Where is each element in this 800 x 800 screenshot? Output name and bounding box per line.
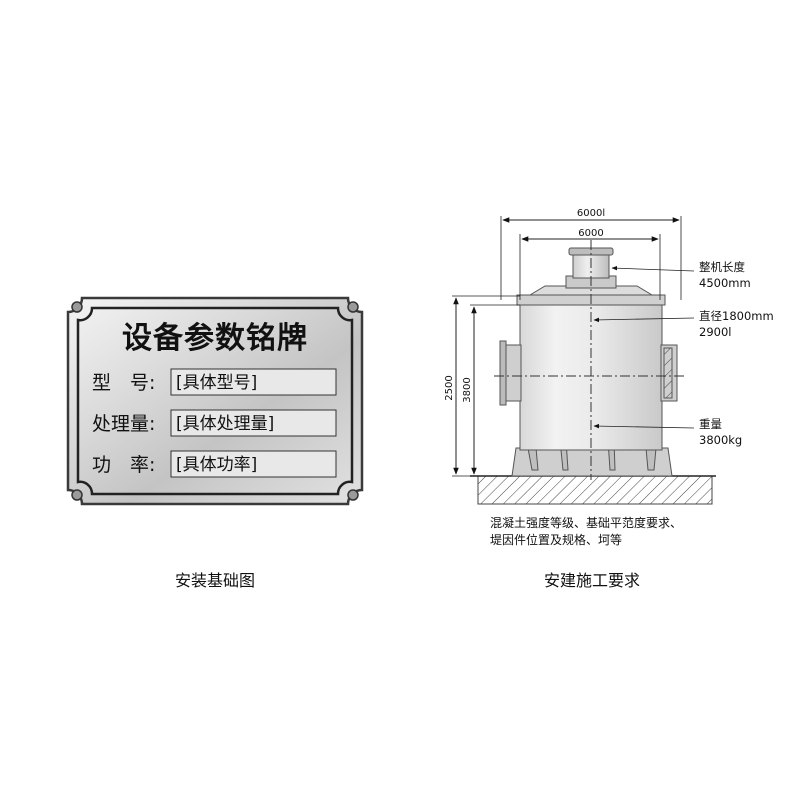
capacity-field-box bbox=[170, 409, 337, 437]
dim-height-inner-label: 3800 bbox=[462, 377, 473, 402]
screw-icon bbox=[71, 301, 83, 313]
nameplate-inner-frame bbox=[76, 306, 354, 496]
length-annotation-value: 4500mm bbox=[699, 276, 751, 290]
diameter-annotation-value: 2900l bbox=[699, 325, 731, 339]
screw-icon bbox=[347, 489, 359, 501]
dim-top-outer-label: 6000l bbox=[577, 208, 605, 219]
power-field-value: [具体功率] bbox=[176, 455, 257, 475]
leader-line bbox=[611, 265, 695, 272]
equipment-drawing: 6000l 6000 2500 3800 整机长度 4500mm 直径1800m… bbox=[444, 208, 774, 547]
power-label: 功 率: bbox=[92, 454, 155, 476]
capacity-label: 处理量: bbox=[92, 413, 155, 435]
capacity-field-value: [具体处理量] bbox=[176, 414, 274, 434]
nameplate: 设备参数铭牌 型 号: [具体型号] 处理量: [具体处理量] 功 率: [具体… bbox=[66, 296, 364, 506]
leader-line bbox=[593, 423, 695, 429]
dim-top-inner-label: 6000 bbox=[578, 228, 603, 239]
power-field-box bbox=[170, 450, 337, 478]
dim-height-outer-label: 2500 bbox=[444, 375, 455, 400]
model-label: 型 号: bbox=[92, 372, 155, 394]
drawing-caption: 安建施工要求 bbox=[544, 571, 640, 590]
ground-foundation bbox=[477, 475, 713, 505]
requirement-note-line-1: 混凝土强度等级、基础平范度要求、 bbox=[490, 515, 682, 530]
screw-icon bbox=[71, 489, 83, 501]
right-nozzle-flange bbox=[663, 347, 673, 399]
requirement-note-line-2: 堤因件位置及规格、坷等 bbox=[490, 532, 622, 547]
nameplate-caption: 安装基础图 bbox=[175, 571, 255, 590]
nameplate-title: 设备参数铭牌 bbox=[122, 321, 308, 356]
length-annotation-label: 整机长度 bbox=[699, 260, 745, 274]
diameter-annotation-label: 直径1800mm bbox=[699, 309, 774, 323]
weight-annotation-label: 重量 bbox=[699, 417, 722, 431]
model-field-value: [具体型号] bbox=[176, 373, 257, 393]
left-nozzle-flange bbox=[499, 340, 507, 406]
model-field-box bbox=[170, 368, 337, 396]
screw-icon bbox=[347, 301, 359, 313]
left-nozzle bbox=[504, 344, 522, 402]
equipment-base bbox=[511, 447, 673, 477]
weight-annotation-value: 3800kg bbox=[699, 433, 742, 447]
leader-line bbox=[593, 317, 695, 323]
